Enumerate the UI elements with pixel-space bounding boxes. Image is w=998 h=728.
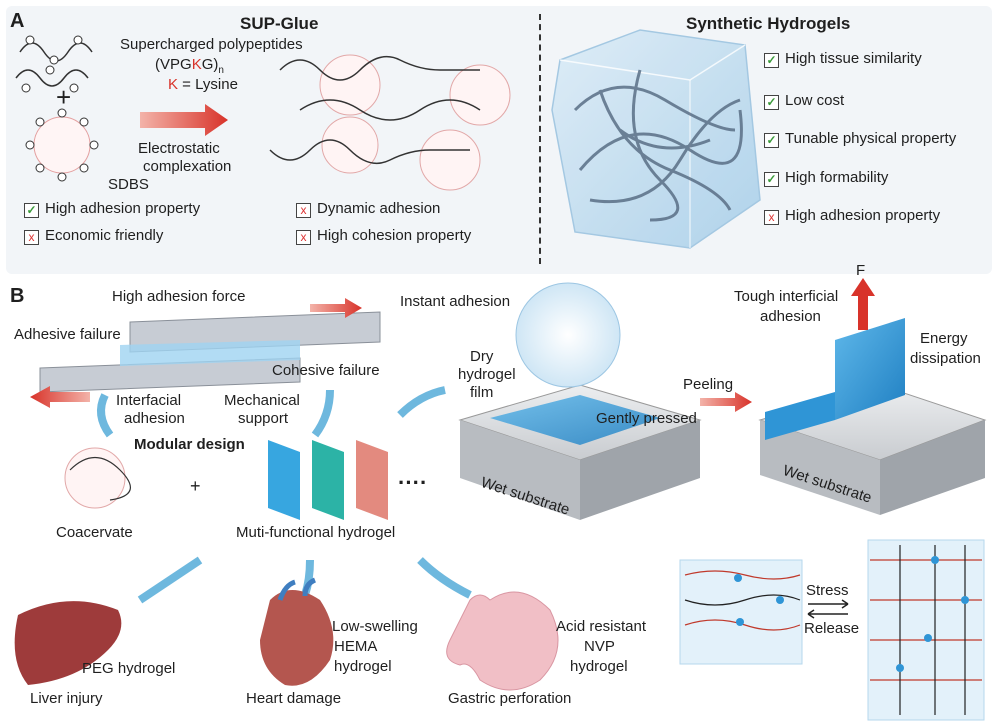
formula-main: (VPG: [155, 56, 192, 73]
stomach-illustration: [446, 591, 559, 691]
dry-film-label-2: hydrogel: [458, 366, 516, 383]
heart-hydrogel-label-2: HEMA: [334, 638, 378, 655]
force-f-arrow: [851, 278, 875, 330]
electrostatic-label-1: Electrostatic: [138, 140, 220, 157]
feature-right-2: ✓Tunable physical property: [764, 130, 956, 148]
energy-label-2: dissipation: [910, 350, 981, 367]
lysine-label: K = Lysine: [168, 76, 238, 93]
lysine-k: K: [168, 76, 179, 93]
coacervate-graphic: [64, 447, 131, 509]
high-adhesion-force-label: High adhesion force: [112, 288, 246, 305]
instant-adhesion-bubble: [515, 282, 621, 388]
cohesive-failure-label: Cohesive failure: [272, 362, 380, 379]
coacervate-label: Coacervate: [56, 524, 133, 541]
force-arrow-left: [30, 386, 90, 408]
panel-letter-a: A: [10, 10, 25, 32]
stomach-hydrogel-label-1: Acid resistant: [556, 618, 647, 635]
coacervate-clusters: [269, 54, 511, 191]
formula-end: G): [201, 56, 219, 73]
multi-hydrogel-label: Muti-functional hydrogel: [236, 524, 396, 541]
stomach-caption: Gastric perforation: [448, 690, 572, 707]
adhesion-plates: [39, 311, 381, 393]
check-icon: ✓: [764, 95, 779, 110]
sdbs-label: SDBS: [108, 176, 149, 193]
sup-glue-title: SUP-Glue: [240, 14, 319, 33]
instant-adhesion-label: Instant adhesion: [400, 293, 511, 310]
peeling-label: Peeling: [683, 376, 734, 393]
force-f-label: F: [856, 262, 866, 279]
network-inset-left: [679, 559, 803, 665]
supercharged-label: Supercharged polypeptides: [120, 36, 303, 53]
force-arrow-right: [310, 298, 362, 318]
cross-icon: x: [24, 230, 39, 245]
network-inset-right: [867, 539, 985, 721]
gently-pressed-label: Gently pressed: [596, 410, 697, 427]
check-icon: ✓: [764, 133, 779, 148]
mechanical-label-1: Mechanical: [224, 392, 300, 409]
dry-film-label-1: Dry: [470, 348, 494, 365]
peeling-arrow: [700, 392, 752, 412]
stomach-hydrogel-label-3: hydrogel: [570, 658, 628, 675]
liver-hydrogel-label: PEG hydrogel: [82, 660, 176, 677]
energy-label-1: Energy: [920, 330, 968, 347]
heart-hydrogel-label-1: Low-swelling: [332, 618, 418, 635]
feature-right-3: ✓High formability: [764, 169, 888, 187]
heart-caption: Heart damage: [246, 690, 342, 707]
adhesive-failure-label: Adhesive failure: [14, 326, 121, 343]
plus-sign-b: +: [190, 476, 201, 496]
wet-substrate-left: [458, 384, 702, 520]
modular-design-label: Modular design: [134, 436, 245, 453]
formula-k: K: [191, 56, 202, 73]
cross-icon: x: [296, 230, 311, 245]
liver-caption: Liver injury: [30, 690, 103, 707]
panel-letter-b: B: [10, 285, 25, 307]
mechanical-label-2: support: [238, 410, 289, 427]
stomach-hydrogel-label-2: NVP: [584, 638, 615, 655]
liver-illustration: [14, 601, 122, 685]
cross-icon: x: [296, 203, 311, 218]
tough-adhesion-label-2: adhesion: [760, 308, 821, 325]
check-icon: ✓: [764, 53, 779, 68]
formula-sub: n: [218, 65, 224, 76]
feature-left-0: ✓High adhesion property: [24, 200, 200, 218]
feature-right-0: ✓High tissue similarity: [764, 50, 922, 68]
interfacial-label-2: adhesion: [124, 410, 185, 427]
polypeptide-charges: [21, 35, 83, 93]
heart-illustration: [260, 577, 334, 686]
heart-hydrogel-label-3: hydrogel: [334, 658, 392, 675]
more-dots: ····: [398, 470, 428, 495]
electrostatic-label-2: complexation: [143, 158, 232, 175]
tough-adhesion-label-1: Tough interficial: [734, 288, 839, 305]
supercharged-formula: (VPGKG)n: [155, 56, 224, 76]
lysine-rest: = Lysine: [178, 76, 238, 93]
panel-a-divider: [539, 14, 541, 264]
stress-arrows: [807, 599, 849, 619]
synthetic-hydrogels-title: Synthetic Hydrogels: [686, 14, 851, 33]
panel-a-background: [6, 6, 992, 274]
cross-icon: x: [764, 210, 779, 225]
sdbs-micelle: [25, 108, 99, 182]
hydrogel-cube: [551, 29, 761, 249]
stress-label: Stress: [806, 582, 849, 599]
release-label: Release: [804, 620, 860, 637]
hydrogel-sheets: [268, 440, 388, 520]
check-icon: ✓: [24, 203, 39, 218]
check-icon: ✓: [764, 172, 779, 187]
dry-film-label-3: film: [470, 384, 494, 401]
plus-sign-a: +: [56, 82, 72, 112]
complexation-arrow: [140, 104, 228, 136]
wet-substrate-right: [758, 318, 987, 515]
feature-right-1: ✓Low cost: [764, 92, 844, 110]
interfacial-label-1: Interfacial: [116, 392, 182, 409]
